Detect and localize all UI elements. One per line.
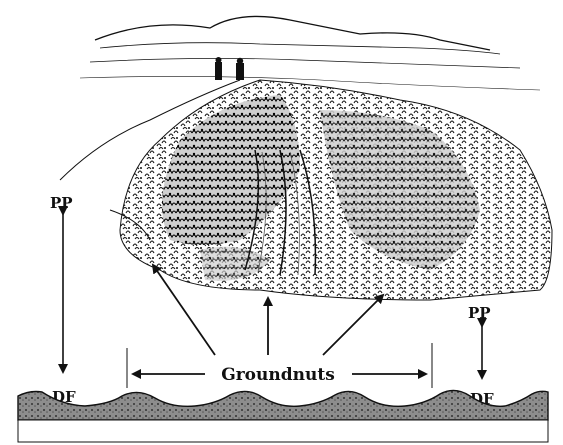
pp-left-label: PP <box>50 194 73 212</box>
pp-right-label: PP <box>468 304 491 322</box>
distant-hills <box>80 16 540 90</box>
farmers <box>215 57 244 80</box>
groundnuts-label: Groundnuts <box>221 365 335 385</box>
left-height-measure: PP DF <box>50 194 76 406</box>
soil-ridges <box>18 390 548 420</box>
right-height-measure: PP DF <box>468 304 494 408</box>
pointer-arrow-right <box>323 295 383 355</box>
groundnut-crop <box>60 80 552 300</box>
soil-ridge-profile <box>18 390 548 442</box>
ground-base <box>18 420 548 442</box>
groundnuts-width-bracket: Groundnuts <box>127 343 432 388</box>
